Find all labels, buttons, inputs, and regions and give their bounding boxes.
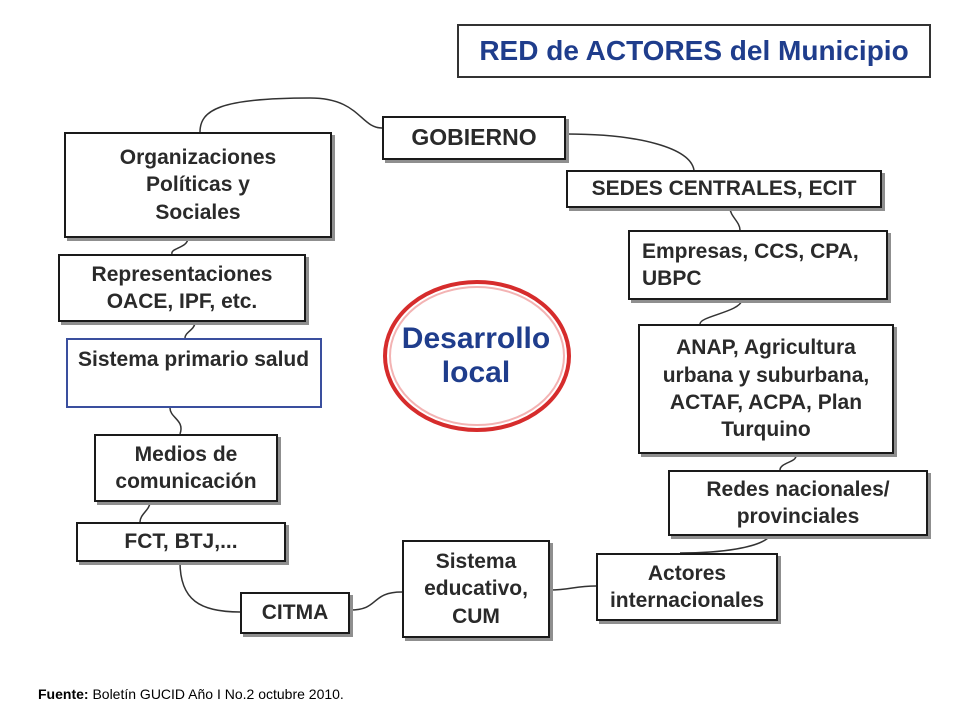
connector-fct-citma <box>179 561 241 613</box>
node-anap: ANAP, Agricultura urbana y suburbana, AC… <box>638 324 894 454</box>
node-empresas: Empresas, CCS, CPA, UBPC <box>628 230 888 300</box>
node-redes: Redes nacionales/ provinciales <box>668 470 928 536</box>
page-title: RED de ACTORES del Municipio <box>457 24 931 78</box>
node-fct: FCT, BTJ,... <box>76 522 286 562</box>
source-note: Fuente: Boletín GUCID Año I No.2 octubre… <box>38 686 344 702</box>
connector-gobierno-organizaciones <box>199 97 383 133</box>
node-sistema-salud: Sistema primario salud <box>66 338 322 408</box>
connector-gobierno-sedes <box>565 133 695 171</box>
connector-anap-empresas <box>699 299 743 325</box>
connector-medios-fct <box>139 501 151 523</box>
node-citma: CITMA <box>240 592 350 634</box>
connector-representaciones-salud <box>184 321 196 339</box>
node-representaciones: Representaciones OACE, IPF, etc. <box>58 254 306 322</box>
connector-redes-anap <box>779 453 797 471</box>
connector-educativo-internacionales <box>549 585 597 591</box>
connector-citma-educativo <box>349 591 403 611</box>
node-actores-internacionales: Actores internacionales <box>596 553 778 621</box>
node-gobierno: GOBIERNO <box>382 116 566 160</box>
center-label: Desarrollo local <box>401 321 551 390</box>
center-ring <box>383 280 571 432</box>
connector-internacionales-redes <box>679 535 771 554</box>
center-ring-inner <box>389 286 565 426</box>
node-organizaciones: Organizaciones Políticas y Sociales <box>64 132 332 238</box>
connector-empresas-sedes <box>729 207 741 231</box>
source-label: Fuente: <box>38 686 89 702</box>
connector-salud-medios <box>169 407 182 435</box>
node-sedes-centrales: SEDES CENTRALES, ECIT <box>566 170 882 208</box>
node-medios: Medios de comunicación <box>94 434 278 502</box>
connector-organizaciones-representaciones <box>171 237 189 255</box>
source-text: Boletín GUCID Año I No.2 octubre 2010. <box>88 686 344 702</box>
node-sistema-educativo: Sistema educativo, CUM <box>402 540 550 638</box>
